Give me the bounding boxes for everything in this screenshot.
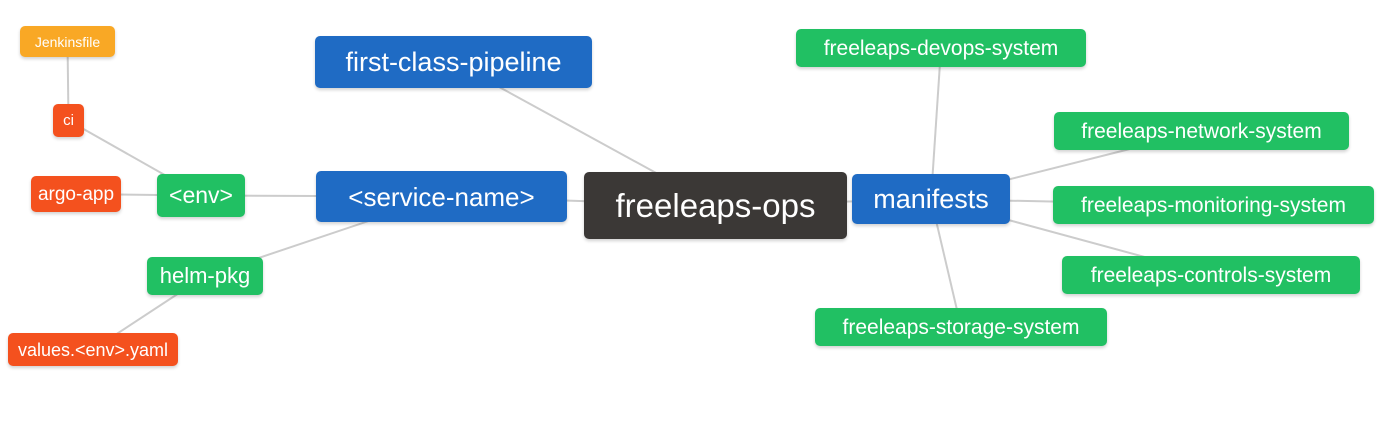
node-env[interactable]: <env> [157, 174, 245, 217]
node-freeleaps-ops[interactable]: freeleaps-ops [584, 172, 847, 239]
node-freeleaps-network-system[interactable]: freeleaps-network-system [1054, 112, 1349, 150]
node-helm-pkg[interactable]: helm-pkg [147, 257, 263, 295]
node-jenkinsfile[interactable]: Jenkinsfile [20, 26, 115, 57]
node-manifests[interactable]: manifests [852, 174, 1010, 224]
node-freeleaps-storage-system[interactable]: freeleaps-storage-system [815, 308, 1107, 346]
node-argo-app[interactable]: argo-app [31, 176, 121, 212]
node-first-class-pipeline[interactable]: first-class-pipeline [315, 36, 592, 88]
node-values-env-yaml[interactable]: values.<env>.yaml [8, 333, 178, 366]
node-freeleaps-controls-system[interactable]: freeleaps-controls-system [1062, 256, 1360, 294]
node-freeleaps-devops-system[interactable]: freeleaps-devops-system [796, 29, 1086, 67]
node-ci[interactable]: ci [53, 104, 84, 137]
node-freeleaps-monitoring-system[interactable]: freeleaps-monitoring-system [1053, 186, 1374, 224]
node-service-name[interactable]: <service-name> [316, 171, 567, 222]
